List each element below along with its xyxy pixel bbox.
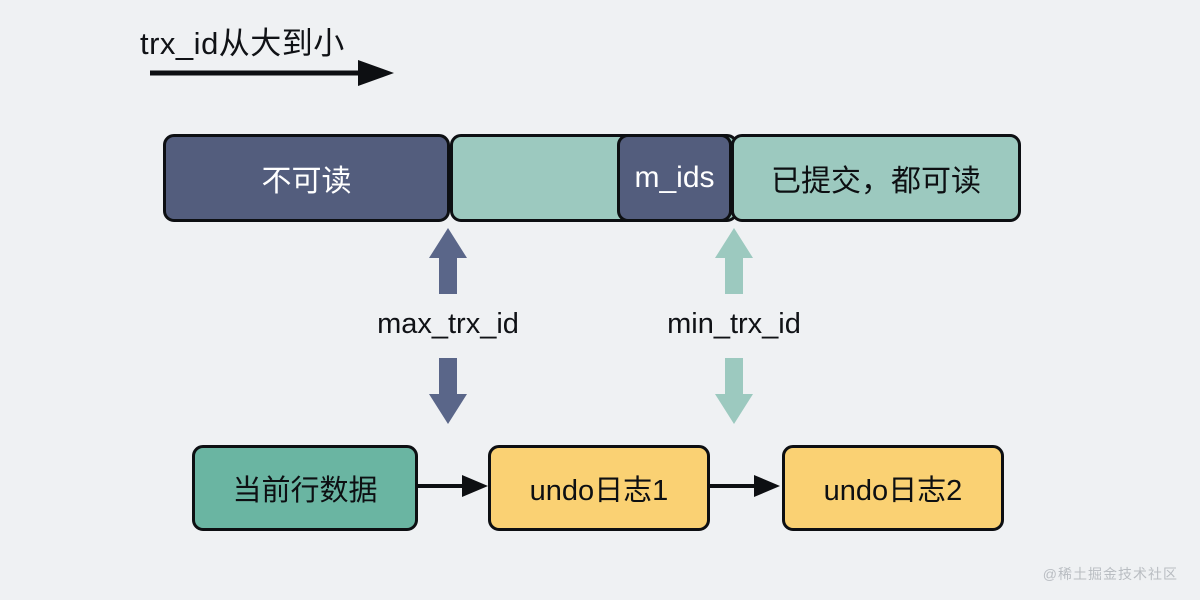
segment-m-ids-label: m_ids bbox=[634, 161, 715, 194]
node-undo-log-2[interactable]: undo日志2 bbox=[782, 445, 1004, 531]
segment-committed-label: 已提交，都可读 bbox=[771, 165, 981, 198]
double-arrow-icon bbox=[429, 228, 467, 424]
right-arrow-icon bbox=[418, 472, 488, 505]
marker-min-trx-id: min_trx_id bbox=[634, 228, 834, 424]
node-current-row[interactable]: 当前行数据 bbox=[192, 445, 418, 531]
node-undo-log-1-label: undo日志1 bbox=[529, 475, 669, 507]
segment-unreadable-label: 不可读 bbox=[261, 165, 352, 198]
segment-m-ids[interactable]: m_ids bbox=[617, 134, 732, 222]
read-view-range-bar: 不可读 已提交，都可读 m_ids bbox=[163, 134, 1021, 222]
node-undo-log-2-label: undo日志2 bbox=[823, 475, 963, 507]
marker-min-trx-id-label: min_trx_id bbox=[667, 308, 801, 340]
node-current-row-label: 当前行数据 bbox=[232, 475, 378, 507]
watermark: @稀土掘金技术社区 bbox=[1042, 566, 1178, 582]
marker-max-trx-id-label: max_trx_id bbox=[377, 308, 519, 340]
marker-max-trx-id: max_trx_id bbox=[348, 228, 548, 424]
long-right-arrow-icon bbox=[150, 56, 400, 95]
right-arrow-icon bbox=[710, 472, 780, 505]
page-title: trx_id从大到小 bbox=[140, 26, 345, 61]
segment-unreadable[interactable]: 不可读 bbox=[163, 134, 450, 222]
double-arrow-icon bbox=[715, 228, 753, 424]
node-undo-log-1[interactable]: undo日志1 bbox=[488, 445, 710, 531]
segment-committed[interactable]: 已提交，都可读 bbox=[731, 134, 1021, 222]
